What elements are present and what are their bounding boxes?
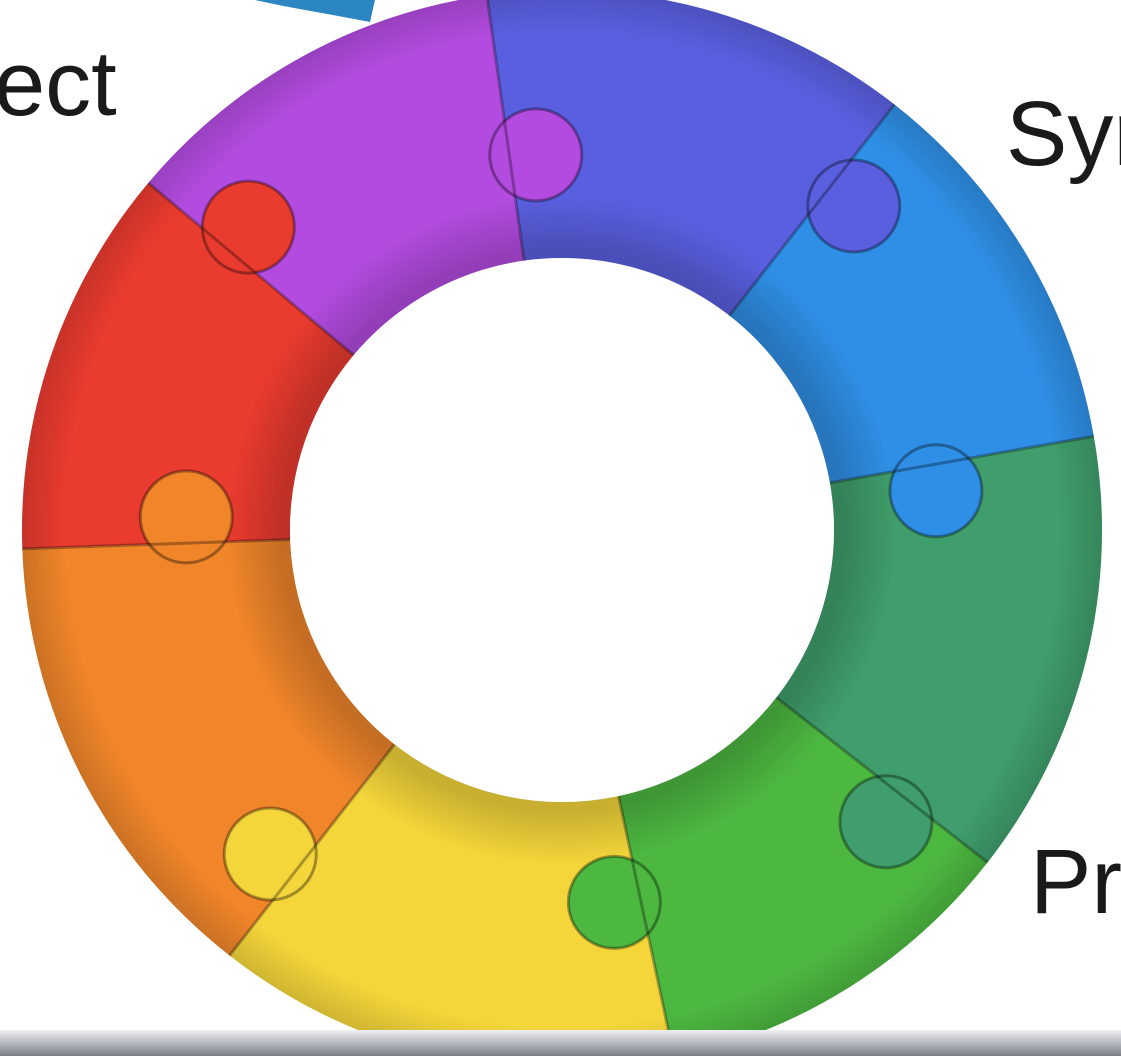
puzzle-seam — [829, 434, 1095, 485]
puzzle-knob — [138, 469, 234, 565]
puzzle-seam — [728, 103, 896, 317]
puzzle-joints — [22, 0, 1095, 1059]
puzzle-knob — [566, 854, 662, 950]
puzzle-knob — [200, 179, 296, 275]
label-top-left: ect — [0, 33, 117, 135]
label-top-right: Syr — [1006, 83, 1121, 185]
puzzle-seam — [22, 537, 291, 551]
label-bottom-right: Pr — [1030, 831, 1121, 933]
puzzle-seam — [485, 0, 526, 261]
bottom-shadow-bar — [0, 1030, 1121, 1056]
puzzle-knob — [838, 774, 934, 870]
puzzle-seam — [228, 743, 396, 957]
puzzle-knob — [888, 443, 984, 539]
arrow-tip — [255, 0, 375, 22]
puzzle-seam — [775, 696, 989, 864]
puzzle-seam — [617, 795, 676, 1059]
ring-center-hole — [290, 258, 834, 802]
blue-arrow-shape — [255, 0, 375, 22]
puzzle-seam — [147, 181, 355, 357]
puzzle-knob — [488, 107, 584, 203]
puzzle-knob — [806, 158, 902, 254]
puzzle-knob — [222, 806, 318, 902]
